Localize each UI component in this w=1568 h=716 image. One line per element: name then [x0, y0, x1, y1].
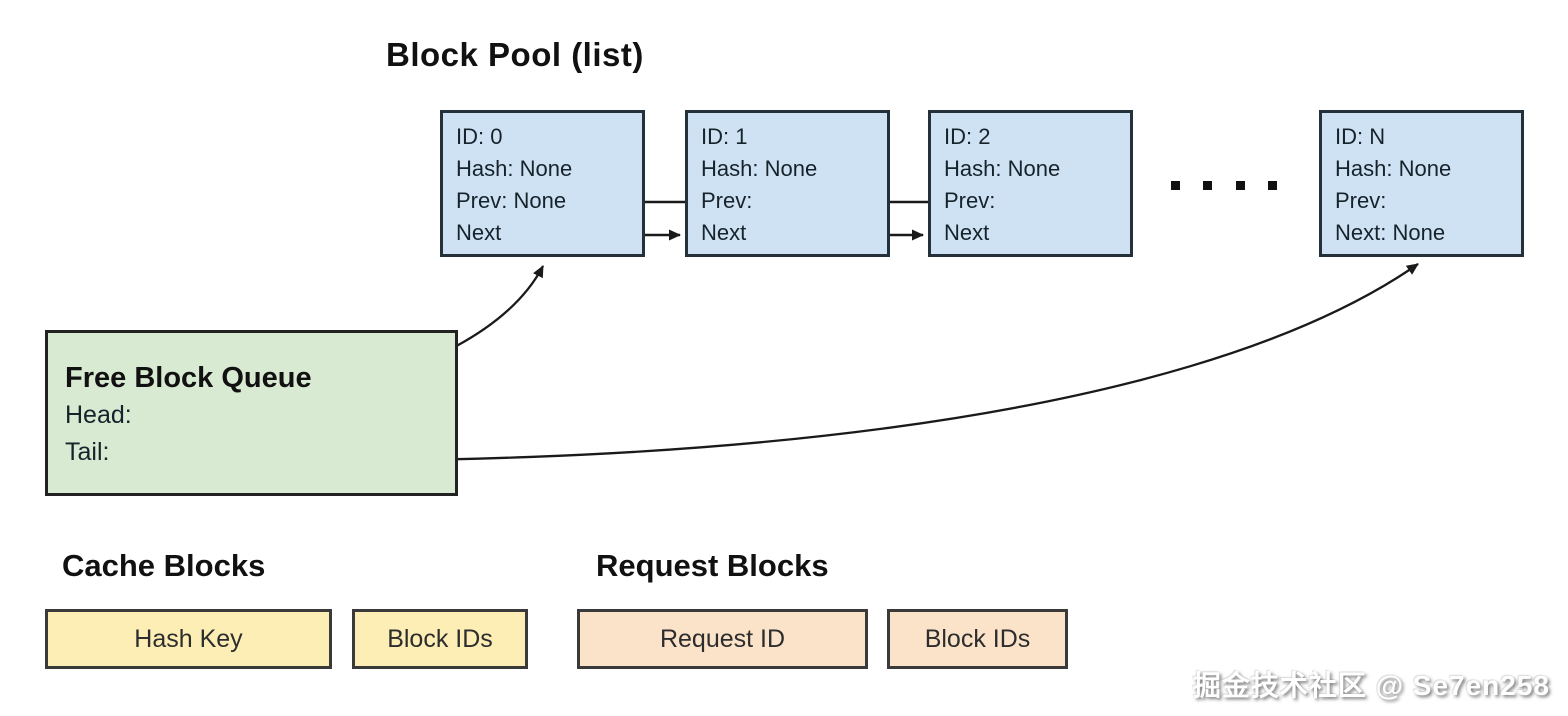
- node-prev-line: Prev:: [1335, 188, 1387, 213]
- free-block-queue-box: Free Block Queue Head: Tail:: [45, 330, 458, 496]
- queue-tail-label: Tail:: [65, 438, 110, 466]
- request-block-ids-box: Block IDs: [887, 609, 1068, 669]
- node-id-line: ID: 2: [944, 124, 991, 149]
- cache-hash-key-box: Hash Key: [45, 609, 332, 669]
- cache-blocks-heading: Cache Blocks: [62, 548, 266, 583]
- node-next-line: Next: None: [1335, 220, 1446, 245]
- node-next-line: Next: [701, 220, 747, 245]
- block-node-1: ID: 1 Hash: None Prev: Next: [685, 110, 890, 257]
- node-id-line: ID: 1: [701, 124, 748, 149]
- node-id-line: ID: 0: [456, 124, 503, 149]
- watermark-text: 掘金技术社区 @ Se7en258: [1192, 670, 1550, 701]
- node-hash-line: Hash: None: [1335, 156, 1452, 181]
- node-prev-line: Prev:: [701, 188, 753, 213]
- queue-head-label: Head:: [65, 401, 132, 429]
- node-prev-line: Prev: None: [456, 188, 567, 213]
- ellipsis-dots: [1171, 181, 1277, 190]
- node-id-line: ID: N: [1335, 124, 1386, 149]
- block-node-2: ID: 2 Hash: None Prev: Next: [928, 110, 1133, 257]
- node-hash-line: Hash: None: [944, 156, 1061, 181]
- node-next-line: Next: [456, 220, 502, 245]
- node-hash-line: Hash: None: [701, 156, 818, 181]
- node-hash-line: Hash: None: [456, 156, 573, 181]
- free-block-queue-title: Free Block Queue: [65, 362, 312, 394]
- block-node-n: ID: N Hash: None Prev: Next: None: [1319, 110, 1524, 257]
- cache-block-ids-box: Block IDs: [352, 609, 528, 669]
- pool-title: Block Pool (list): [386, 36, 644, 73]
- block-node-0: ID: 0 Hash: None Prev: None Next: [440, 110, 645, 257]
- request-id-box: Request ID: [577, 609, 868, 669]
- node-next-line: Next: [944, 220, 990, 245]
- node-prev-line: Prev:: [944, 188, 996, 213]
- request-blocks-heading: Request Blocks: [596, 548, 829, 583]
